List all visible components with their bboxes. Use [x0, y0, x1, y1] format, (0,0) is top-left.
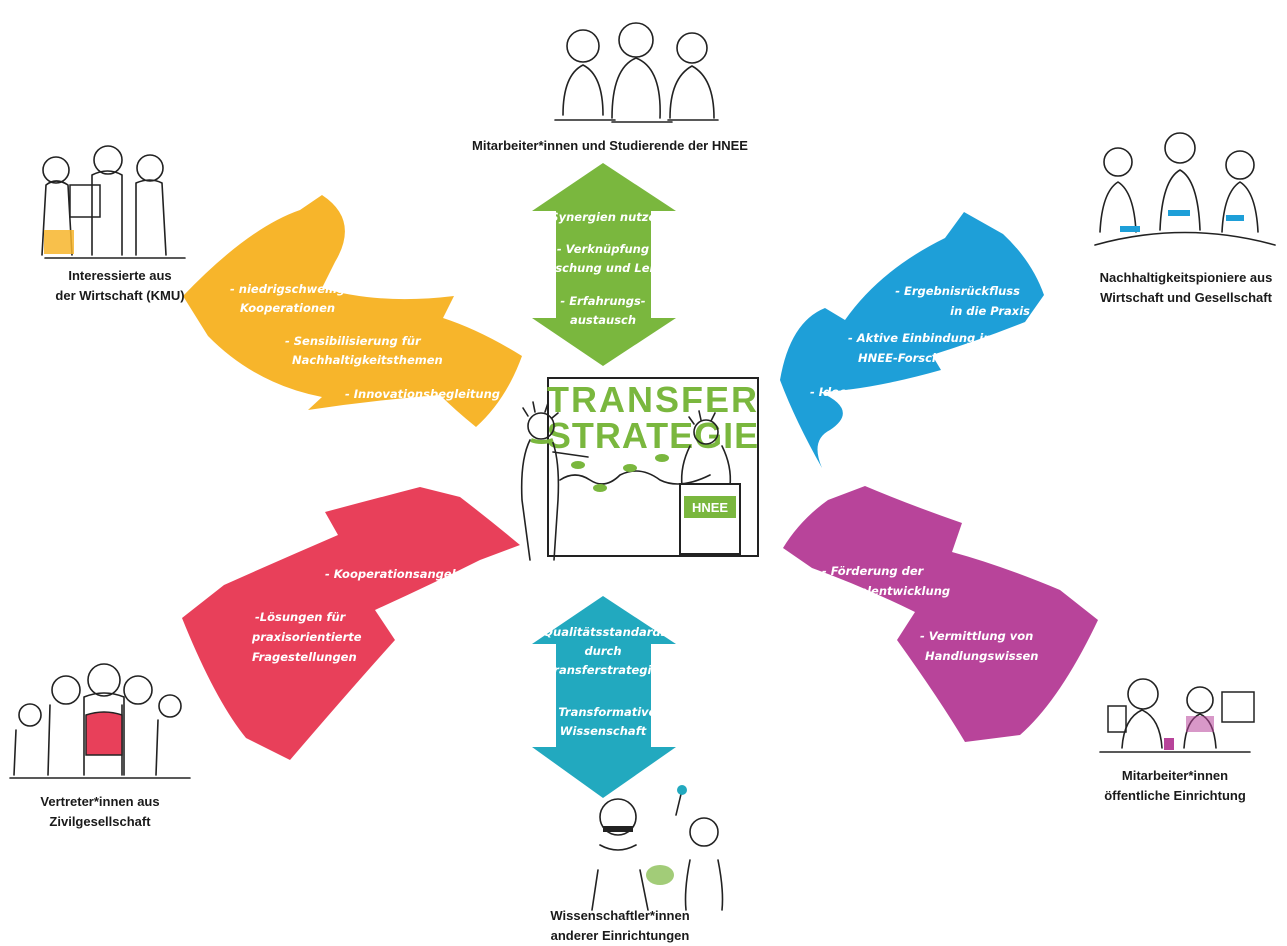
podium-label: HNEE — [692, 500, 728, 515]
stakeholder-label-line: Zivilgesellschaft — [49, 814, 151, 829]
arrow-purple — [783, 486, 1098, 742]
arrow-teal-text-1: -Qualitätsstandards — [538, 625, 667, 639]
stakeholder-label-line: Nachhaltigkeitspioniere aus — [1099, 270, 1273, 285]
arrow-blue-text-1: - Ergebnisrückfluss — [895, 284, 1020, 298]
stakeholder-label-line: anderer Einrichtungen — [550, 928, 690, 943]
arrow-purple-text-4: Handlungswissen — [925, 649, 1038, 663]
arrow-green-text-2: - Verknüpfung — [557, 242, 649, 256]
arrow-blue-text-4: HNEE-Forschung — [858, 351, 965, 365]
stakeholder-label-top-left: Interessierte aus der Wirtschaft (KMU) — [20, 266, 220, 306]
arrow-yellow-text-4: Nachhaltigkeitsthemen — [292, 353, 443, 367]
stakeholder-label-bottom-left: Vertreter*innen aus Zivilgesellschaft — [10, 792, 190, 832]
arrow-purple-text-1: - Förderung der — [822, 564, 925, 578]
arrow-blue-text-2: in die Praxis — [950, 304, 1030, 318]
stakeholder-label-line: Interessierte aus — [68, 268, 172, 283]
center-title-line1: TRANSFER — [547, 379, 759, 420]
arrow-yellow — [183, 195, 522, 427]
arrow-blue — [780, 212, 1044, 468]
people-sketch-icon — [1099, 678, 1255, 753]
arrow-red — [182, 487, 520, 760]
center-title-line2: STRATEGIE — [547, 415, 759, 456]
arrow-teal-text-3: Transferstrategie — [547, 663, 660, 677]
stakeholder-label-line: Mitarbeiter*innen und Studierende der HN… — [472, 138, 748, 153]
arrow-red-text-4: Fragestellungen — [252, 650, 357, 664]
arrow-red-text-2: -Lösungen für — [255, 610, 347, 624]
arrow-purple-text-2: Regionalentwicklung — [815, 584, 950, 598]
teacher-sketch-icon — [520, 401, 589, 561]
people-sketch-icon — [554, 22, 719, 123]
arrow-green-text-3: Forschung und Lehre — [535, 261, 672, 275]
people-sketch-icon — [41, 145, 186, 259]
arrow-red-text-3: praxisorientierte — [251, 630, 362, 644]
arrow-purple-text-3: - Vermittlung von — [920, 629, 1033, 643]
arrow-yellow-text-5: - Innovationsbegleitung — [345, 387, 500, 401]
arrow-yellow-text-2: Kooperationen — [240, 301, 335, 315]
arrow-green-text-1: - Synergien nutzen — [542, 210, 665, 224]
arrow-blue-text-5: - Ideenentwicklung — [810, 385, 934, 399]
podium-icon: HNEE — [679, 410, 741, 555]
arrow-green — [532, 163, 676, 366]
people-sketch-icon — [591, 785, 724, 911]
people-sketch-icon — [9, 663, 191, 779]
stakeholder-label-line: Vertreter*innen aus — [40, 794, 160, 809]
stakeholder-label-top-right: Nachhaltigkeitspioniere aus Wirtschaft u… — [1087, 268, 1285, 308]
arrow-teal-text-2: durch — [584, 644, 621, 658]
arrow-green-text-5: austausch — [570, 313, 636, 327]
stakeholder-label-line: Mitarbeiter*innen — [1121, 768, 1229, 783]
stakeholder-label-line: der Wirtschaft (KMU) — [55, 288, 185, 303]
stakeholder-label-line: Wirtschaft und Gesellschaft — [1100, 290, 1272, 305]
arrow-teal — [532, 596, 676, 798]
stakeholder-label-bottom: Wissenschaftler*innen anderer Einrichtun… — [530, 906, 710, 946]
arrow-blue-text-3: - Aktive Einbindung in — [848, 331, 991, 345]
arrow-green-text-4: - Erfahrungs- — [560, 294, 645, 308]
stakeholder-label-bottom-right: Mitarbeiter*innen öffentliche Einrichtun… — [1085, 766, 1265, 806]
stakeholder-label-top: Mitarbeiter*innen und Studierende der HN… — [430, 136, 790, 156]
arrow-teal-text-4: - Transformative — [550, 705, 657, 719]
arrow-yellow-text-3: - Sensibilisierung für — [285, 334, 422, 348]
stakeholder-label-line: Wissenschaftler*innen — [550, 908, 690, 923]
arrow-yellow-text-1: - niedrigschwellige — [230, 282, 353, 296]
people-sketch-icon — [1094, 132, 1276, 246]
arrow-teal-text-5: Wissenschaft — [560, 724, 647, 738]
stakeholder-label-line: öffentliche Einrichtung — [1104, 788, 1246, 803]
arrow-red-text-1: - Kooperationsangebote — [325, 567, 481, 581]
